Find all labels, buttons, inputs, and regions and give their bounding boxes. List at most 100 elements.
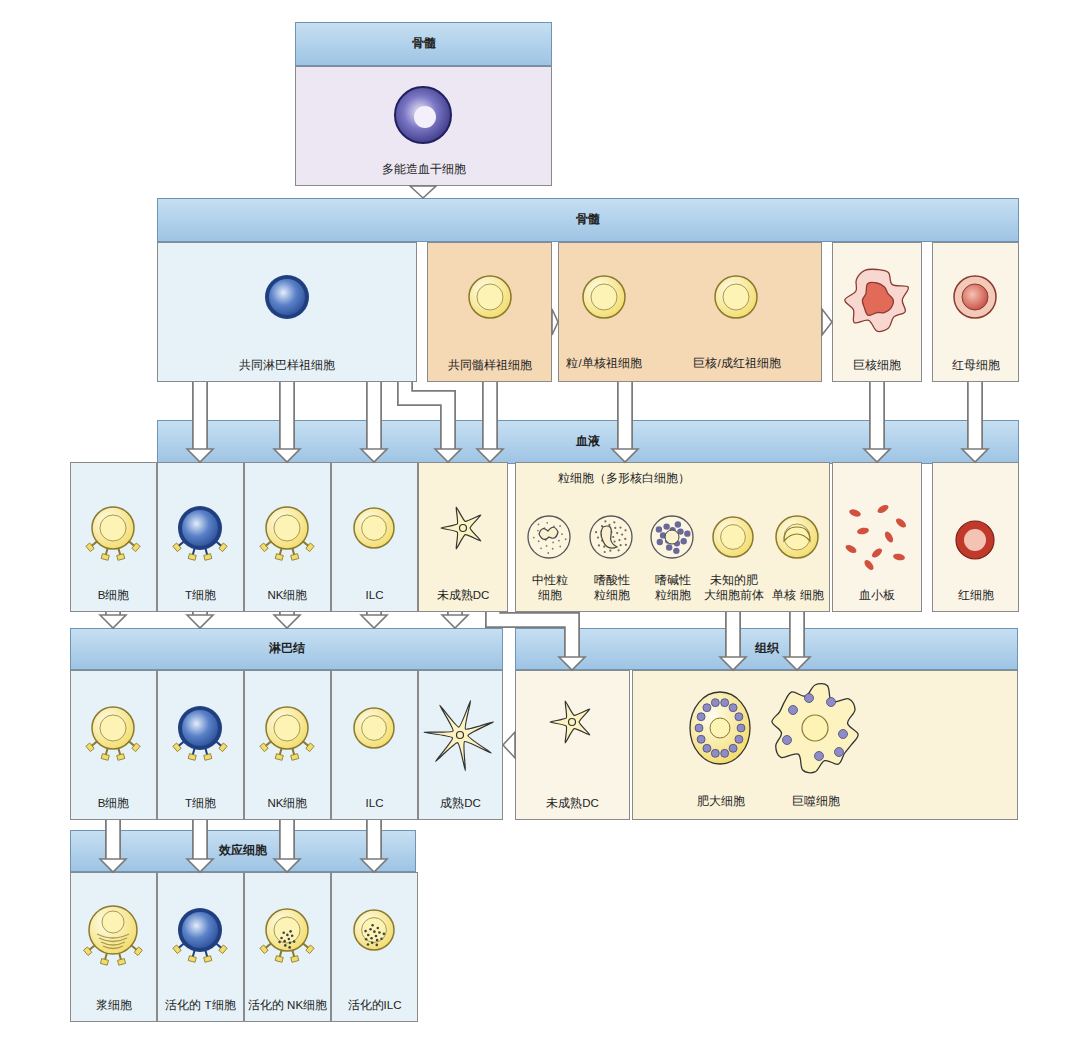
cell-label: 红细胞	[935, 588, 1016, 603]
cell-part	[182, 912, 218, 948]
cell-label: 嗜碱性 粒细胞	[643, 573, 703, 603]
cell-part	[784, 524, 810, 550]
cell-part	[354, 508, 394, 548]
cell-part	[274, 917, 300, 943]
cell-part	[964, 529, 986, 551]
arrow-shaft-outline	[789, 612, 805, 657]
cell-icon	[956, 521, 994, 559]
cell-part	[561, 533, 563, 535]
cell-part	[621, 533, 623, 535]
cell-label: NK细胞	[247, 796, 328, 811]
cell-icon	[354, 708, 394, 748]
cell-part	[460, 525, 467, 532]
cell-part	[291, 934, 294, 937]
band-heading: 组织	[755, 641, 779, 657]
band-heading: 骨髓	[576, 212, 600, 228]
cell-part	[280, 937, 283, 940]
text-holder: ILC	[334, 588, 415, 603]
cell-part	[735, 735, 743, 743]
cell-label: 巨噬细胞	[771, 794, 861, 809]
section-band: 淋巴结	[70, 628, 503, 670]
cell-icon	[583, 276, 625, 318]
cell-part	[737, 724, 745, 732]
cell-part	[651, 516, 693, 558]
band-heading: 效应细胞	[219, 843, 267, 859]
cell-part	[729, 704, 737, 712]
cell-part	[284, 944, 287, 947]
text-holder: 中性粒 细胞	[520, 573, 580, 603]
er-membrane	[103, 946, 123, 949]
cell-part	[367, 943, 370, 946]
cell-part	[354, 910, 394, 950]
cell-part	[595, 531, 597, 533]
cell-label: 中性粒 细胞	[520, 573, 580, 603]
cell-label: 血小板	[835, 588, 919, 603]
cell-part	[533, 537, 535, 539]
cell-part	[604, 520, 606, 522]
cell-part	[89, 906, 137, 954]
text-holder: 活化的ILC	[334, 998, 415, 1013]
text-holder: B细胞	[73, 588, 154, 603]
cell-part	[182, 510, 218, 546]
cell-part	[540, 547, 542, 549]
cell-panel: 血小板	[832, 462, 922, 612]
cell-part	[713, 517, 753, 557]
cell-part	[729, 744, 737, 752]
cell-part	[666, 544, 672, 550]
arrow-head	[361, 615, 387, 628]
connector-arrow	[822, 309, 832, 335]
cell-label: 共同髓样祖细胞	[430, 358, 549, 373]
text-holder: 血小板	[835, 588, 919, 603]
cell-part	[625, 544, 627, 546]
cell-label: 活化的 NK细胞	[247, 998, 328, 1013]
cell-part	[552, 548, 554, 550]
cell-part	[711, 749, 719, 757]
cell-icon	[354, 508, 394, 548]
cell-part	[369, 928, 372, 931]
cell-part	[283, 940, 286, 943]
cell-label: 浆细胞	[73, 998, 154, 1013]
arrow-shaft-outline	[192, 820, 208, 859]
arrow-shaft	[194, 820, 207, 859]
cell-part	[839, 730, 848, 739]
cell-part	[657, 539, 663, 545]
arrow-head	[100, 615, 126, 628]
arrow-head	[503, 732, 515, 758]
text-holder: 效应细胞	[71, 831, 415, 871]
text-holder: 巨噬细胞	[771, 794, 861, 809]
cell-part	[367, 934, 370, 937]
nucleus	[601, 526, 617, 548]
text-holder: 肥大细胞	[676, 794, 766, 809]
cell-icon	[469, 276, 511, 318]
cell-part	[289, 930, 292, 933]
cell-part	[100, 715, 126, 741]
cell-part	[559, 546, 561, 548]
cell-part	[815, 752, 824, 761]
cell-part	[266, 707, 308, 749]
section-band: 骨髓	[295, 22, 552, 66]
cell-part	[288, 946, 291, 949]
cell-part	[569, 719, 576, 726]
cell-label: 嗜酸性 粒细胞	[582, 573, 642, 603]
cell-part	[715, 276, 757, 318]
cell-label: 粒细胞（多形核白细胞）	[524, 471, 724, 486]
text-holder: 红母细胞	[935, 358, 1016, 373]
connector-arrow	[274, 612, 300, 628]
cell-label: 未成熟DC	[421, 588, 505, 603]
cell-part	[457, 732, 464, 739]
arrow-shaft-outline	[192, 382, 208, 449]
cell-label: ILC	[334, 796, 415, 811]
cell-part	[604, 551, 606, 553]
text-holder: B细胞	[73, 796, 154, 811]
section-band: 效应细胞	[70, 830, 416, 872]
cell-part	[656, 526, 662, 532]
text-holder: 骨髓	[158, 199, 1018, 241]
connector-arrow	[361, 612, 387, 628]
text-holder: 未知的肥 大细胞前体	[704, 573, 764, 603]
cell-part	[695, 724, 703, 732]
cell-part	[92, 707, 134, 749]
text-holder: 活化的 T细胞	[160, 998, 241, 1013]
cell-part	[613, 521, 615, 523]
cell-part	[293, 940, 296, 943]
